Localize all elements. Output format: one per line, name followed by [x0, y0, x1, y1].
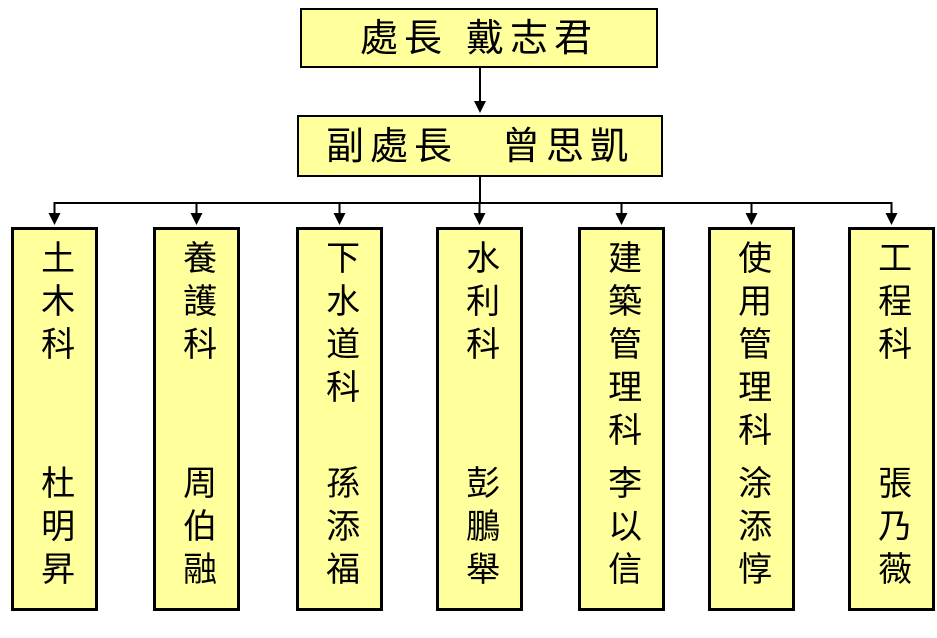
- department-title: 下水道科: [319, 240, 360, 412]
- department-head-name: 張乃薇: [871, 465, 912, 594]
- deputy-director-box: 副處長 曾思凱: [297, 115, 663, 177]
- department-box-5: 建築管理科 李以信: [578, 227, 665, 611]
- department-head-name: 彭鵬舉: [459, 465, 500, 594]
- department-box-3: 下水道科 孫添福: [296, 227, 383, 611]
- department-title: 養護科: [176, 240, 217, 369]
- director-box: 處長 戴志君: [300, 8, 658, 68]
- deputy-director-label: 副處長 曾思凱: [325, 124, 634, 168]
- department-head-name: 李以信: [601, 465, 642, 594]
- department-head-name: 涂添惇: [731, 465, 772, 594]
- department-head-name: 孫添福: [319, 465, 360, 594]
- department-box-6: 使用管理科 涂添惇: [708, 227, 795, 611]
- department-title: 工程科: [871, 240, 912, 369]
- department-box-7: 工程科 張乃薇: [848, 227, 935, 611]
- department-title: 使用管理科: [731, 240, 772, 455]
- department-head-name: 杜明昇: [34, 465, 75, 594]
- department-title: 建築管理科: [601, 240, 642, 455]
- department-title: 土木科: [34, 240, 75, 369]
- department-box-2: 養護科 周伯融: [153, 227, 240, 611]
- director-label: 處長 戴志君: [359, 16, 599, 60]
- department-title: 水利科: [459, 240, 500, 369]
- department-box-1: 土木科 杜明昇: [11, 227, 98, 611]
- department-head-name: 周伯融: [176, 465, 217, 594]
- department-box-4: 水利科 彭鵬舉: [436, 227, 523, 611]
